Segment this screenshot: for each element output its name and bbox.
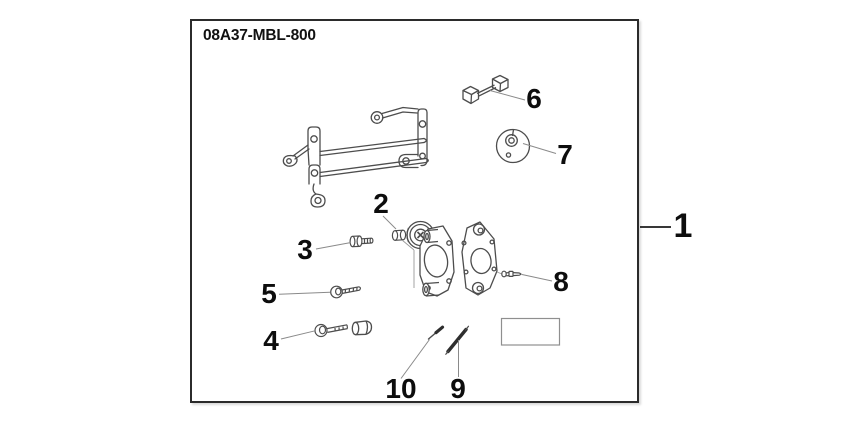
leader-lines — [278, 90, 557, 379]
leader-line-3 — [315, 242, 352, 250]
callout-5: 5 — [261, 278, 277, 309]
right-mount-plate-drawing — [461, 221, 498, 296]
callout-8: 8 — [553, 266, 569, 297]
bracket-drawing — [282, 106, 429, 208]
assembly-lines — [401, 239, 503, 288]
callout-2: 2 — [373, 188, 389, 219]
pan-screw-drawing — [330, 285, 362, 299]
bushing-drawing — [391, 229, 407, 241]
spacer-cap-drawing — [351, 320, 373, 336]
callout-3: 3 — [297, 234, 313, 265]
callout-6: 6 — [526, 83, 542, 114]
setting-screw-drawing — [501, 270, 523, 278]
leader-line-5 — [278, 291, 331, 295]
callout-7: 7 — [557, 139, 573, 170]
blank-label-box — [500, 317, 561, 346]
callout-4: 4 — [263, 325, 279, 356]
leader-line-2 — [382, 215, 397, 230]
leader-line-10 — [400, 339, 430, 379]
pin-10-drawing — [427, 325, 445, 340]
leader-line-7 — [522, 143, 557, 154]
part-number-label: 08A37-MBL-800 — [203, 27, 316, 44]
flange-bolt-drawing — [314, 323, 349, 338]
leader-line-8 — [521, 274, 553, 282]
callout-10: 10 — [385, 373, 417, 404]
diagram-border-box — [190, 19, 639, 403]
left-mount-plate-drawing — [419, 225, 455, 297]
leader-line-6 — [489, 90, 526, 101]
collar-screw-drawing — [349, 235, 374, 248]
leader-line-4 — [280, 330, 316, 340]
callout-9: 9 — [450, 373, 466, 404]
callout-1: 1 — [673, 207, 693, 245]
link-connector-drawing — [462, 74, 509, 105]
round-plate-drawing — [495, 128, 531, 164]
pin-9-drawing — [445, 325, 470, 355]
